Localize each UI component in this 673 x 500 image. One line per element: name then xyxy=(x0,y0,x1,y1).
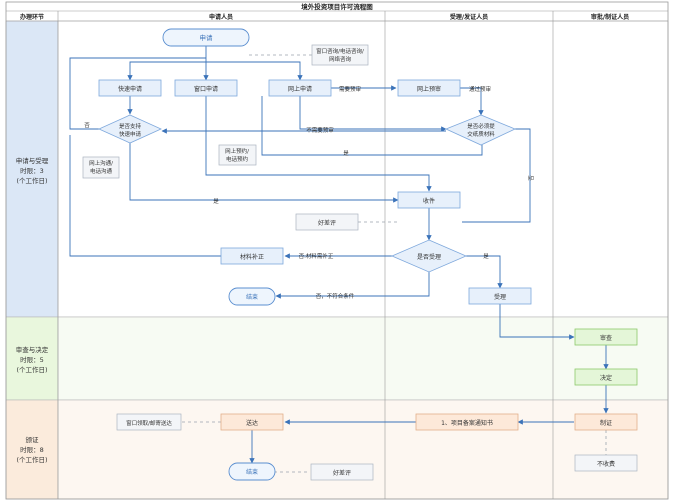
label-yes-quick: 是 xyxy=(213,198,219,205)
node-apply-text: 申请 xyxy=(200,33,214,42)
node-not-charged xyxy=(574,454,638,472)
node-deliver-text: 送达 xyxy=(246,419,258,427)
consult-note-line1: 窗口咨询/电话咨询/ xyxy=(316,47,364,55)
node-online-apply-text: 网上申请 xyxy=(288,85,312,93)
need-paper-line2: 交纸质材料 xyxy=(467,130,495,138)
node-quick-apply[interactable] xyxy=(98,79,162,97)
chart-title: 境外投资项目许可流程图 xyxy=(301,2,373,11)
online-comm-line2: 电话沟通 xyxy=(90,167,113,175)
lane1-name: 申请与受理 xyxy=(16,156,49,165)
label-no-quick: 否 xyxy=(84,122,90,129)
node-notice-text: 1、项目备案通知书 xyxy=(441,419,493,427)
col-applicant: 申请人员 xyxy=(209,13,233,21)
online-booking-line2: 电话预约 xyxy=(226,155,249,163)
node-window-apply[interactable] xyxy=(174,79,238,97)
lane1-unit: (个工作日) xyxy=(16,176,47,185)
col-stage: 办理环节 xyxy=(20,13,44,21)
node-online-comm xyxy=(82,156,120,179)
node-decision-text: 决定 xyxy=(600,374,612,382)
node-online-booking xyxy=(218,144,257,166)
node-deliver[interactable] xyxy=(220,413,284,431)
node-review[interactable] xyxy=(574,328,638,346)
label-need-precheck: 需要预审 xyxy=(339,85,362,93)
node-support-quick[interactable] xyxy=(98,114,162,144)
node-pickup-text: 窗口领取/邮寄送达 xyxy=(126,419,172,427)
support-quick-line2: 快速申请 xyxy=(119,130,142,138)
node-supplement-text: 材料补正 xyxy=(240,253,264,261)
lane3-name: 颁证 xyxy=(26,435,40,444)
lane2-unit: (个工作日) xyxy=(16,365,47,374)
lane1-limit: 时限：3 xyxy=(20,166,44,175)
node-end2[interactable] xyxy=(228,462,276,481)
label-no-need-precheck: 不需要预审 xyxy=(306,126,334,134)
node-apply[interactable] xyxy=(162,28,250,47)
node-online-precheck[interactable] xyxy=(397,79,461,97)
node-need-paper[interactable] xyxy=(444,114,516,146)
node-accept-check[interactable] xyxy=(390,239,468,273)
support-quick-line1: 是否支持 xyxy=(119,122,142,130)
node-window-apply-text: 窗口申请 xyxy=(194,85,218,93)
label-pass-precheck: 通过预审 xyxy=(469,85,492,93)
need-paper-line1: 是否必须提 xyxy=(467,122,495,130)
node-review-text: 审查 xyxy=(600,334,612,342)
node-end2-text: 结束 xyxy=(246,468,258,476)
col-acceptor: 受理/发证人员 xyxy=(450,13,488,21)
label-yes-paper: 是 xyxy=(343,150,349,157)
node-online-precheck-text: 网上预审 xyxy=(417,85,441,93)
col-approver: 审批/制证人员 xyxy=(591,13,629,21)
node-end-text: 结束 xyxy=(246,293,258,301)
node-notice[interactable] xyxy=(415,413,519,431)
node-receive-text: 收件 xyxy=(423,197,435,205)
label-no-paper: 否 xyxy=(528,175,535,181)
lane2-name: 审查与决定 xyxy=(16,345,49,354)
node-decision[interactable] xyxy=(574,368,638,386)
lane2-header xyxy=(5,316,59,401)
node-good-review2-text: 好差评 xyxy=(333,469,351,477)
node-make-cert[interactable] xyxy=(574,413,638,431)
node-acceptance[interactable] xyxy=(468,287,532,305)
label-yes-accept: 是 xyxy=(483,253,489,260)
node-accept-check-text: 是否受理 xyxy=(417,253,441,261)
lane3-limit: 时限：8 xyxy=(20,445,44,454)
label-need-supplement: 否:材料需补正 xyxy=(299,252,334,260)
lane1-header xyxy=(5,20,59,318)
lane2-limit: 时限：5 xyxy=(20,355,44,364)
consult-note-line2: 网络咨询 xyxy=(329,55,352,63)
node-good-review2 xyxy=(310,463,374,481)
node-end[interactable] xyxy=(228,287,276,306)
online-comm-line1: 网上沟通/ xyxy=(89,159,113,167)
node-supplement[interactable] xyxy=(220,247,284,265)
node-online-apply[interactable] xyxy=(268,79,332,97)
node-consult-note xyxy=(311,44,369,66)
node-quick-apply-text: 快速申请 xyxy=(118,85,142,93)
lane3-header xyxy=(5,399,59,500)
node-good-review-text: 好差评 xyxy=(318,219,336,227)
lane3-unit: (个工作日) xyxy=(16,455,47,464)
node-good-review xyxy=(295,213,359,231)
online-booking-line1: 网上预约/ xyxy=(225,147,249,155)
node-make-cert-text: 制证 xyxy=(600,419,612,427)
node-acceptance-text: 受理 xyxy=(494,293,506,301)
node-not-charged-text: 不收费 xyxy=(597,460,615,468)
node-pickup xyxy=(116,413,182,431)
node-receive[interactable] xyxy=(397,191,461,209)
label-not-meet: 否，不符合条件 xyxy=(316,292,355,300)
